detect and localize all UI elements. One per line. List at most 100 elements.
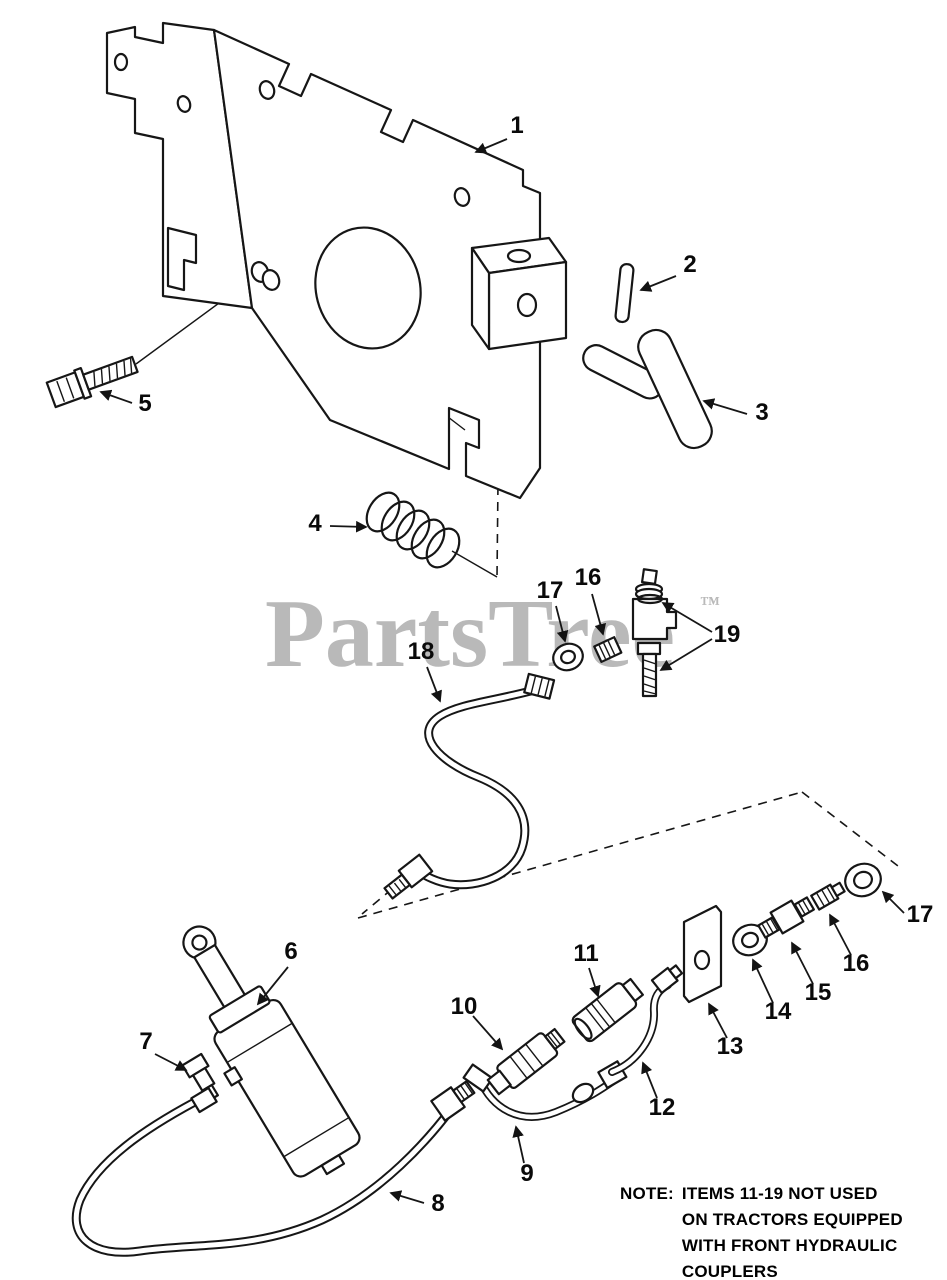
leader-18: [426, 666, 442, 703]
tee-cap: [640, 568, 658, 586]
tee-bolt-head: [636, 641, 662, 656]
note-lines: ITEMS 11-19 NOT USED ON TRACTORS EQUIPPE…: [682, 1181, 903, 1280]
fitting-10-part: [486, 1027, 566, 1096]
callout-10: 10: [451, 993, 478, 1020]
callout-17-bottom: 17: [907, 901, 934, 928]
clevis-front-hole: [516, 292, 538, 318]
plate-hole-top: [258, 80, 276, 100]
spring-axis-line: [451, 550, 498, 578]
leader-1: [474, 138, 508, 154]
callout-19: 19: [714, 621, 741, 648]
center-hole: [314, 226, 422, 350]
hose-8-part: [71, 1080, 476, 1257]
flange-hole: [176, 95, 192, 113]
region-dashed-line-left: [357, 791, 803, 919]
leader-2: [639, 275, 677, 292]
leader-13: [708, 1002, 728, 1039]
leader-11: [588, 967, 601, 998]
watermark-tm: ™: [700, 593, 720, 615]
callout-17-top: 17: [537, 577, 564, 604]
callout-6: 6: [284, 938, 297, 965]
pin-handle: [637, 328, 713, 450]
hose-18-top-fitting: [523, 672, 556, 700]
leader-3: [702, 398, 748, 415]
leader-lines: [99, 138, 905, 1204]
hose-8-start-ferrule: [190, 1086, 218, 1114]
hose-12-elbow: [650, 964, 684, 994]
note-label: NOTE:: [620, 1184, 674, 1203]
leader-7: [154, 1053, 188, 1071]
leader-6: [256, 966, 289, 1006]
clevis-top-hole: [506, 248, 532, 264]
region-dashed-line-right: [801, 791, 899, 867]
leader-17-top: [555, 605, 569, 643]
note-line-3: WITH FRONT HYDRAULIC: [681, 1236, 898, 1255]
spring-part: [365, 491, 461, 569]
leader-17-bottom: [881, 890, 905, 914]
hose-12-part: [608, 964, 684, 1076]
bracket-13-hole: [693, 949, 711, 971]
callout-12: 12: [649, 1094, 676, 1121]
callout-labels: 1 2 3 4 5 6 7 8 9 10 11 12 13 14 15 16 1…: [138, 112, 933, 1217]
leader-10: [472, 1015, 504, 1051]
callout-2: 2: [683, 251, 696, 278]
cylinder-port: [223, 1066, 243, 1087]
nut-17-bottom-part: [844, 862, 882, 898]
pin-part: [614, 263, 635, 324]
bracket-13-part: [682, 904, 723, 1004]
leader-4: [329, 520, 368, 533]
leader-19-upper: [661, 602, 713, 633]
t-handle-pin-part: [582, 328, 713, 450]
bolt-shank: [82, 355, 139, 391]
watermark-text: PartsTree: [265, 580, 675, 688]
hose-9-part: [462, 1060, 628, 1121]
leader-5: [99, 389, 133, 404]
plate-flange: [105, 21, 254, 310]
adapter-15-part: [757, 896, 815, 939]
clevis-bracket-part: [470, 236, 568, 351]
hose-9-start-ferrule: [462, 1063, 494, 1093]
callout-7: 7: [139, 1028, 152, 1055]
callout-16-top: 16: [575, 564, 602, 591]
hose-8-end-fitting: [430, 1080, 476, 1122]
leader-16-bottom: [829, 913, 852, 956]
cylinder-end-tip: [320, 1154, 346, 1176]
callout-18: 18: [408, 638, 435, 665]
leader-8: [389, 1190, 425, 1204]
leader-15: [791, 941, 814, 985]
leader-9: [512, 1125, 525, 1164]
flange-hook-slot: [166, 226, 198, 292]
coupler-11-part: [571, 977, 644, 1043]
plate-hole-right: [453, 187, 471, 207]
callout-9: 9: [520, 1160, 533, 1187]
hydraulic-cylinder-part: [182, 925, 361, 1178]
note-line-2: ON TRACTORS EQUIPPED: [681, 1210, 903, 1229]
callout-5: 5: [138, 390, 151, 417]
callout-13: 13: [717, 1033, 744, 1060]
plate-hole-left-2: [261, 269, 281, 291]
callout-14: 14: [765, 998, 792, 1025]
flange-tab-hole: [113, 52, 129, 72]
fitting-16-top-part: [593, 636, 623, 663]
callout-4: 4: [308, 510, 322, 537]
note-line-1: ITEMS 11-19 NOT USED: [681, 1184, 878, 1203]
bracket-plate-part: [105, 21, 542, 500]
nut-17-top-part: [552, 642, 584, 672]
leader-19-lower: [659, 638, 713, 671]
callout-15: 15: [805, 979, 832, 1006]
leader-14: [751, 958, 774, 1004]
note-line-4: COUPLERS: [681, 1262, 778, 1280]
note-block: NOTE: ITEMS 11-19 NOT USED ON TRACTORS E…: [620, 1181, 903, 1280]
dust-plug: [571, 1082, 595, 1104]
tee-bolt-shank: [641, 652, 658, 698]
leader-16-top: [591, 593, 607, 636]
callout-1: 1: [510, 112, 523, 139]
callout-8: 8: [431, 1190, 444, 1217]
hose-18-end-fitting: [383, 853, 434, 900]
fitting-16-bottom-part: [810, 881, 846, 911]
hex-bolt-part: [45, 355, 139, 409]
hose-18-part: [383, 672, 556, 900]
callout-11: 11: [573, 940, 598, 967]
